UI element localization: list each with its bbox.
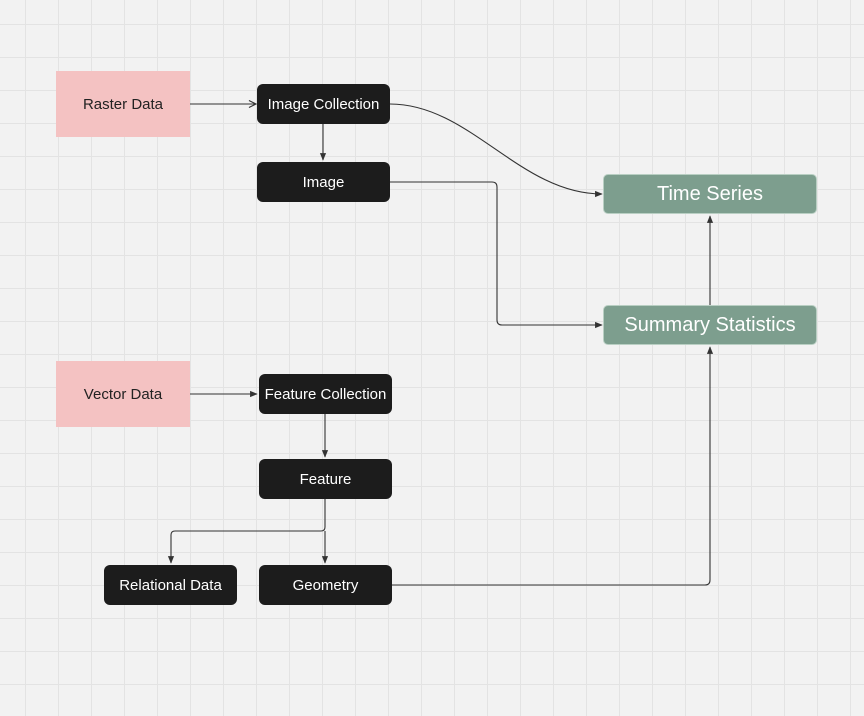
image-collection-label: Image Collection	[267, 95, 380, 113]
summary-statistics-label: Summary Statistics	[624, 313, 796, 336]
feature-collection-node[interactable]: Feature Collection	[259, 374, 392, 414]
time-series-label: Time Series	[657, 182, 763, 205]
image-label: Image	[302, 173, 345, 191]
relational-data-label: Relational Data	[119, 576, 222, 594]
feature-label: Feature	[299, 470, 352, 488]
raster-data-label: Raster Data	[82, 95, 164, 113]
vector-data-label: Vector Data	[83, 385, 163, 403]
edge-image-collection-to-time-series	[389, 103, 603, 198]
edge-geometry-to-summary-statistics	[392, 346, 714, 586]
geometry-label: Geometry	[292, 576, 359, 594]
feature-collection-label: Feature Collection	[264, 385, 387, 403]
relational-data-node[interactable]: Relational Data	[104, 565, 237, 605]
edge-feature-to-relational-data	[167, 499, 326, 564]
geometry-node[interactable]: Geometry	[259, 565, 392, 605]
edge-image-to-summary-statistics	[390, 181, 603, 329]
summary-statistics-node[interactable]: Summary Statistics	[603, 305, 817, 345]
raster-data-node[interactable]: Raster Data	[56, 71, 190, 137]
time-series-node[interactable]: Time Series	[603, 174, 817, 214]
image-collection-node[interactable]: Image Collection	[257, 84, 390, 124]
image-node[interactable]: Image	[257, 162, 390, 202]
vector-data-node[interactable]: Vector Data	[56, 361, 190, 427]
feature-node[interactable]: Feature	[259, 459, 392, 499]
